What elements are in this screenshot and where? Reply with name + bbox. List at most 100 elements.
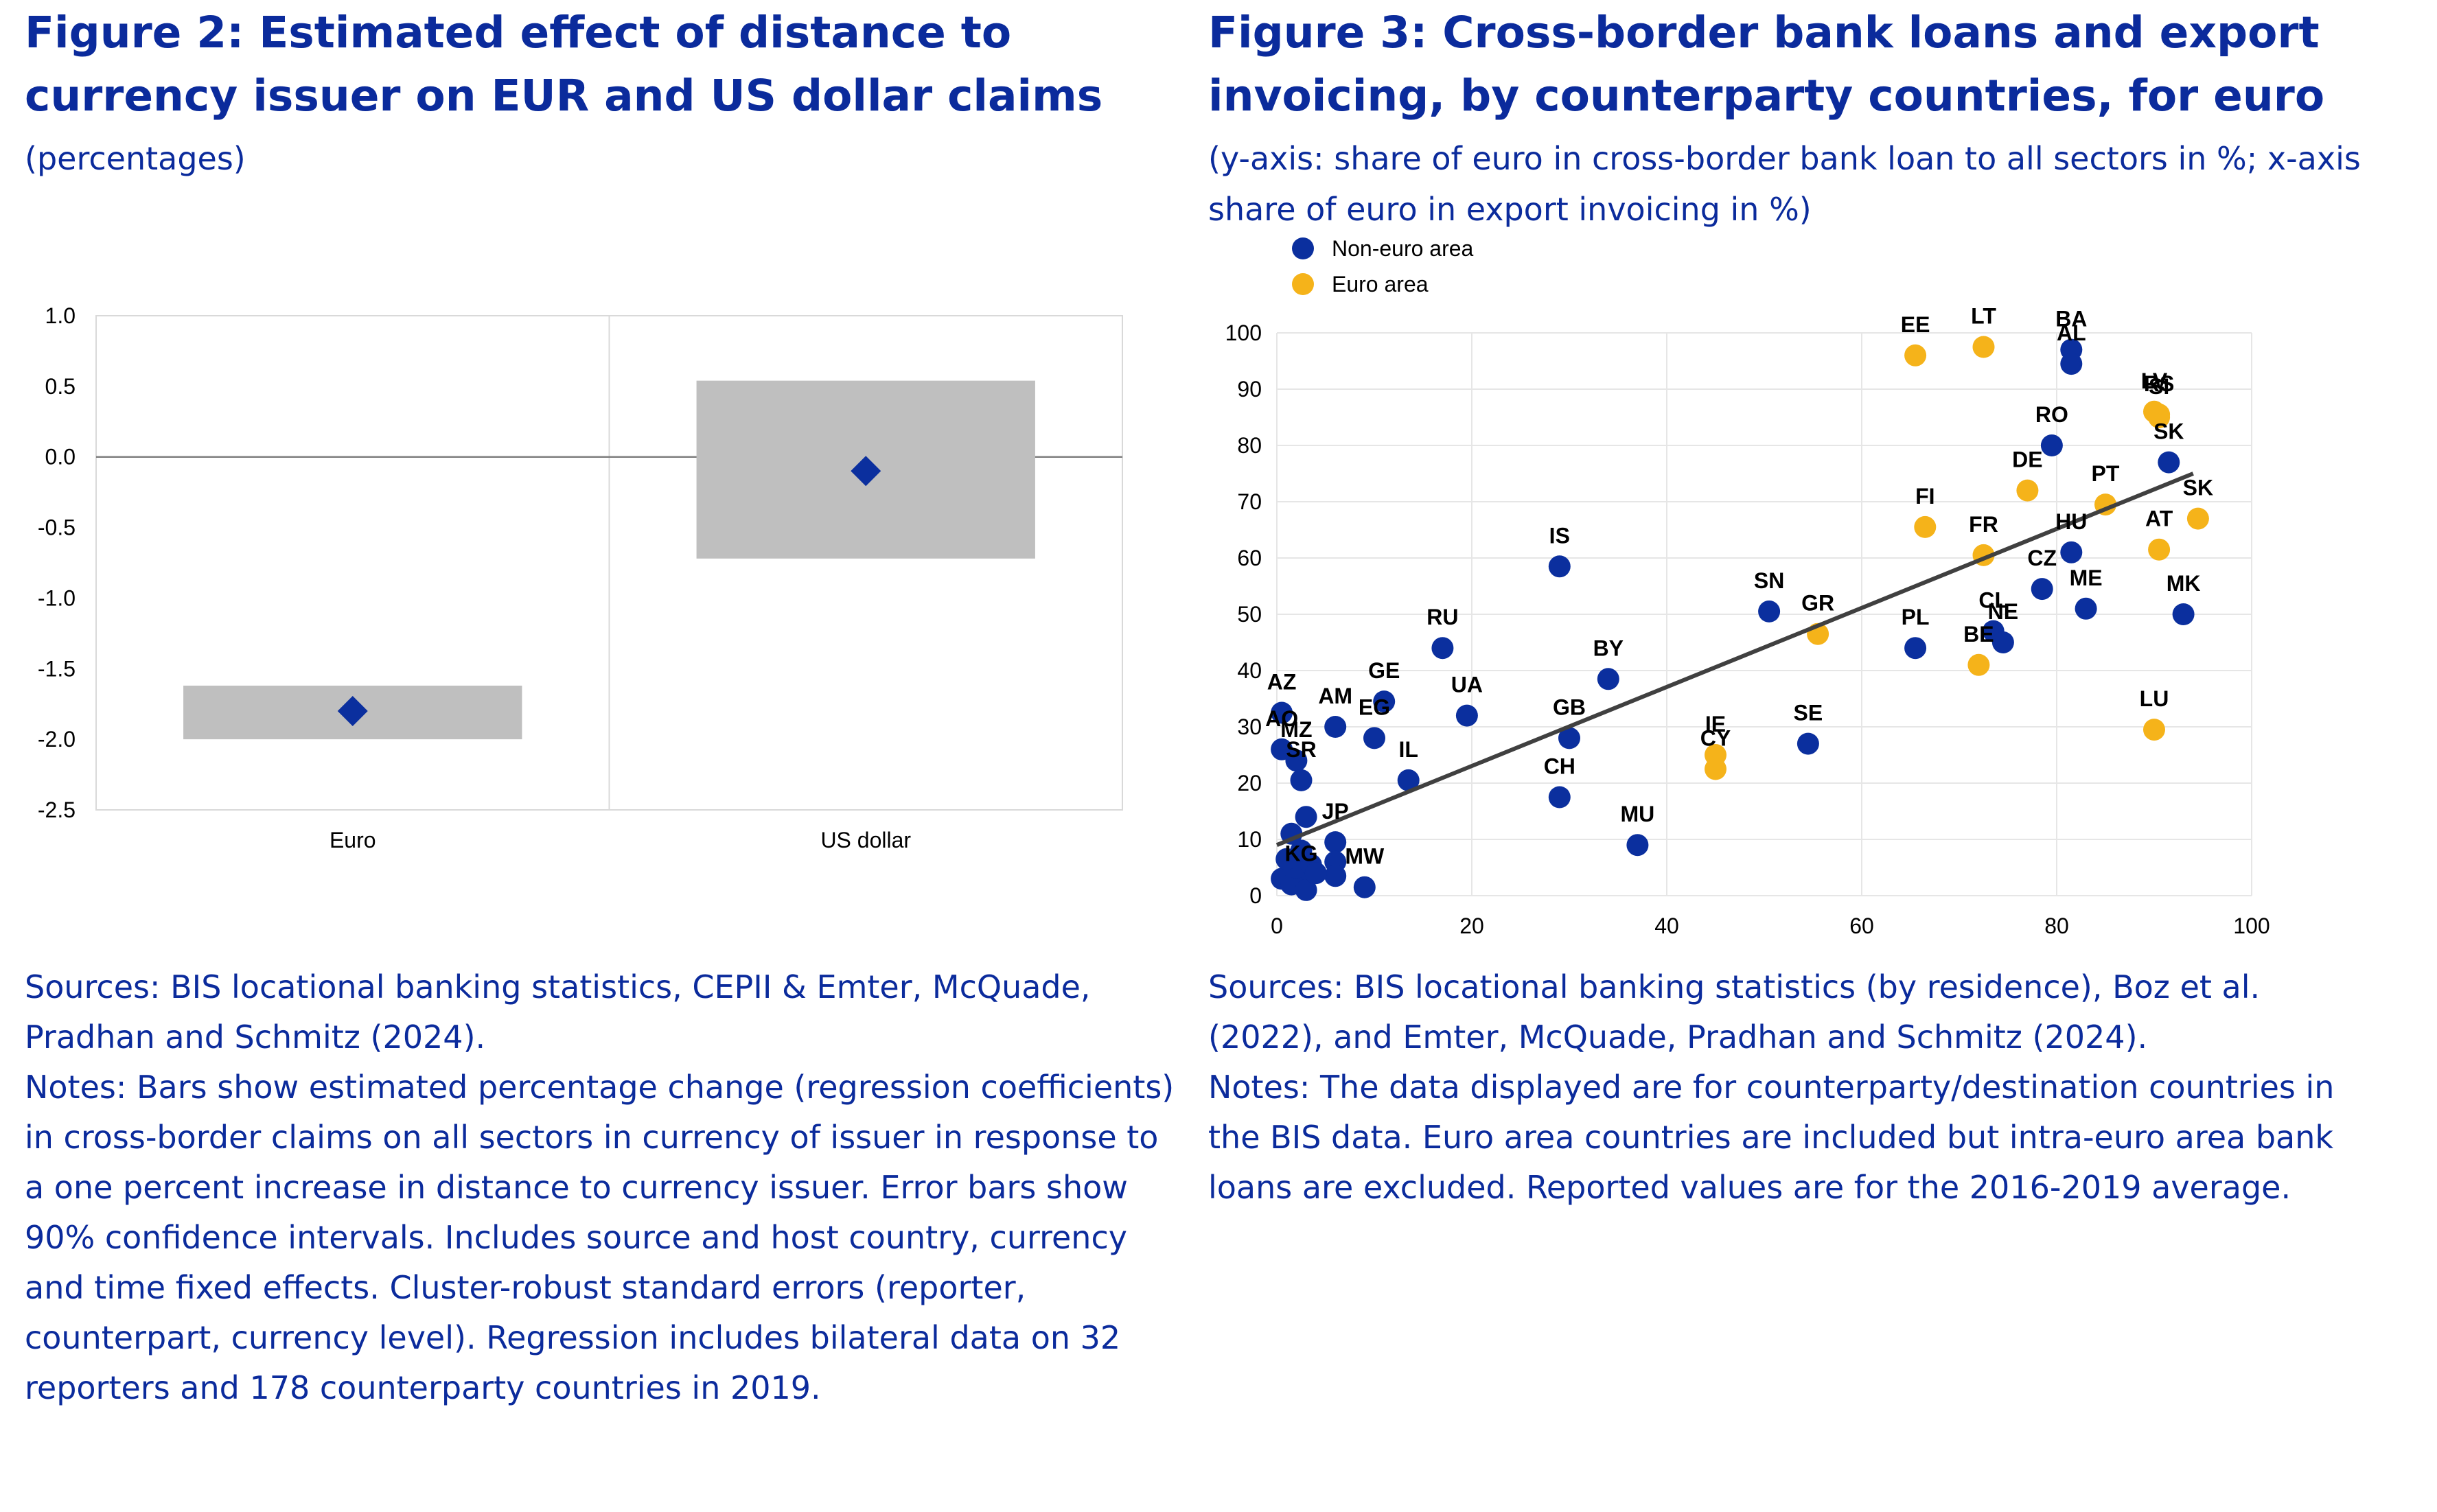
data-label: HU [2055, 509, 2087, 534]
estimate-marker [337, 696, 368, 726]
data-label: FI [1915, 484, 1934, 509]
data-label: PL [1902, 605, 1930, 629]
legend-label: Non-euro area [1332, 236, 1474, 261]
data-point [2186, 507, 2209, 530]
data-label: RO [2035, 402, 2068, 427]
data-label: LV [2141, 369, 2168, 393]
data-label: MZ [1280, 717, 1312, 742]
y-tick-label: 100 [1225, 321, 1262, 345]
data-label: CL [1978, 588, 2008, 613]
estimate-marker [851, 456, 881, 487]
data-label: LT [1971, 304, 1996, 329]
data-point [1455, 704, 1478, 727]
data-point [1324, 831, 1347, 854]
data-label: MU [1621, 802, 1655, 826]
y-tick-label: 0.5 [45, 374, 76, 399]
data-label: DE [2012, 447, 2042, 472]
y-tick-label: 40 [1237, 658, 1262, 683]
data-label: GR [1801, 591, 1834, 616]
figure-3-notes-block: Sources: BIS locational banking statisti… [1208, 962, 2382, 1213]
data-label: SE [1794, 701, 1823, 725]
y-tick-label: -2.5 [38, 798, 76, 822]
data-point [1290, 839, 1313, 862]
data-label: ME [2070, 566, 2103, 590]
data-point [1914, 515, 1937, 538]
x-tick-label: 0 [1271, 914, 1283, 938]
data-label: CY [1700, 726, 1731, 751]
x-tick-label: 40 [1654, 914, 1679, 938]
data-point [1295, 879, 1317, 901]
data-label: AT [2145, 507, 2173, 531]
data-point [1295, 806, 1317, 828]
data-label: RS [2144, 371, 2174, 396]
data-point [1967, 653, 1990, 676]
data-point [1705, 758, 1726, 780]
data-point [1904, 637, 1927, 660]
data-label: CZ [2027, 546, 2057, 570]
data-point [1558, 727, 1580, 749]
data-label: GB [1553, 695, 1586, 719]
y-tick-label: 90 [1237, 377, 1262, 402]
data-point [1431, 637, 1454, 660]
data-label: AZ [1267, 670, 1297, 695]
legend-marker [1292, 237, 1314, 259]
data-point [1304, 862, 1327, 885]
figure-2-subtitle: (percentages) [25, 140, 246, 177]
data-point [1324, 716, 1347, 738]
data-point [1597, 668, 1619, 690]
data-label: BY [1593, 636, 1624, 660]
data-point [2060, 541, 2083, 563]
data-point [1271, 701, 1293, 724]
data-point [1397, 769, 1420, 791]
data-label: PT [2092, 461, 2120, 486]
data-label: JP [1322, 799, 1349, 824]
data-point [2172, 603, 2195, 625]
data-point [1904, 344, 1927, 367]
data-label: AO [1265, 706, 1298, 731]
data-point [1324, 865, 1347, 887]
data-label: EG [1359, 695, 1390, 719]
x-tick-label: 20 [1459, 914, 1484, 938]
data-point [1548, 555, 1571, 578]
data-point [2148, 538, 2171, 561]
data-label: SR [1286, 737, 1316, 762]
data-label: EE [1901, 312, 1930, 337]
data-point [2148, 403, 2171, 426]
figure-2-sources: Sources: BIS locational banking statisti… [25, 968, 1091, 1056]
data-label: UA [1451, 673, 1483, 697]
legend-marker [1292, 273, 1314, 295]
data-point [2143, 719, 2165, 741]
figure-3-notes: Notes: The data displayed are for counte… [1208, 1069, 2335, 1206]
data-point [1626, 834, 1649, 857]
figure-3-panel: Figure 3: Cross-border bank loans and ex… [1194, 0, 2437, 1512]
data-point [2040, 434, 2063, 456]
data-point [1797, 732, 1819, 755]
x-tick-label: 60 [1849, 914, 1874, 938]
data-point [1991, 631, 2014, 653]
figure-2-notes-block: Sources: BIS locational banking statisti… [25, 962, 1178, 1413]
x-tick-label: US dollar [820, 828, 911, 852]
data-label: IS [1549, 523, 1570, 548]
data-label: SK [2153, 419, 2184, 444]
y-tick-label: 50 [1237, 602, 1262, 627]
data-point [1373, 690, 1396, 713]
y-tick-label: 0.0 [45, 445, 76, 469]
data-label: FR [1969, 512, 1998, 537]
x-tick-label: 80 [2044, 914, 2069, 938]
data-label: AL [2057, 321, 2086, 345]
data-point [1353, 876, 1376, 898]
data-point [2075, 597, 2097, 620]
y-tick-label: 80 [1237, 433, 1262, 458]
data-label: KG [1285, 841, 1318, 866]
y-tick-label: 60 [1237, 546, 1262, 570]
y-tick-label: 30 [1237, 714, 1262, 739]
figure-3-subtitle: (y-axis: share of euro in cross-border b… [1208, 140, 2361, 228]
y-tick-label: 0 [1249, 883, 1262, 908]
data-label: RU [1427, 605, 1458, 629]
data-label: AM [1318, 684, 1352, 708]
data-point [1548, 786, 1571, 809]
data-label: SI [2149, 374, 2169, 399]
data-label: LU [2140, 686, 2169, 711]
